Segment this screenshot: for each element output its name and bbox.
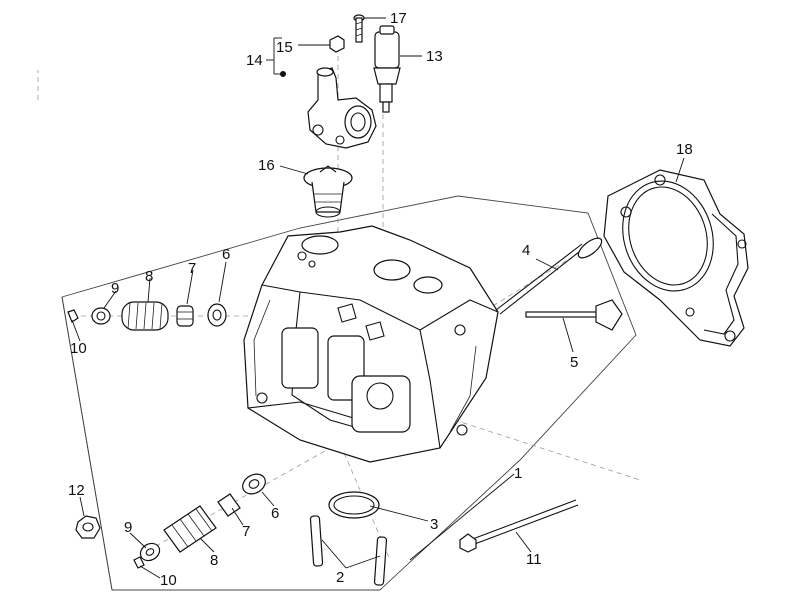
- exhaust-valve: [495, 237, 603, 315]
- callout-6-lower: 6: [271, 505, 279, 522]
- intake-valve: [525, 299, 623, 331]
- callout-15: 15: [276, 39, 293, 56]
- callout-8-upper: 8: [145, 268, 153, 285]
- callout-11: 11: [526, 551, 542, 568]
- leader-lines: [71, 17, 685, 579]
- spring-retainer-upper: [91, 307, 111, 325]
- callout-8-lower: 8: [210, 552, 218, 569]
- callout-16: 16: [258, 157, 275, 174]
- callout-10-lower: 10: [160, 572, 177, 589]
- valve-seal-upper: [176, 305, 194, 327]
- dowel-pin-left: [309, 515, 324, 567]
- thermostat: [303, 165, 353, 218]
- callout-6-upper: 6: [222, 246, 230, 263]
- assembly-frame: [61, 195, 637, 591]
- temperature-sensor: [373, 25, 401, 113]
- head-gasket: [603, 169, 749, 347]
- callout-7-upper: 7: [188, 260, 196, 277]
- bleed-screw: [329, 35, 345, 53]
- callout-10-upper: 10: [70, 340, 87, 357]
- stud-bolt: [459, 499, 579, 553]
- valve-seal-lower: [217, 493, 241, 517]
- callout-labels: 1 2 3 4 5 6 6 7 7 8 8 9 9 10 10 11 12 13…: [68, 10, 693, 589]
- callout-5: 5: [570, 354, 578, 371]
- callout-7-lower: 7: [242, 523, 250, 540]
- dowel-pin-right: [373, 536, 388, 586]
- valve-spring-upper: [121, 301, 169, 331]
- callout-9-upper: 9: [111, 280, 119, 297]
- callout-1: 1: [514, 465, 522, 482]
- callout-9-lower: 9: [124, 519, 132, 536]
- callout-12: 12: [68, 482, 85, 499]
- nut-12: [75, 515, 101, 539]
- cylinder-head: [243, 225, 499, 463]
- screw-17: [353, 14, 365, 43]
- o-ring: [328, 491, 380, 519]
- callout-4: 4: [522, 242, 530, 259]
- callout-13: 13: [426, 48, 443, 65]
- callout-2: 2: [336, 569, 344, 586]
- valve-spring-lower: [163, 505, 217, 553]
- valve-cotter-lower: [133, 556, 145, 569]
- valve-cotter-upper: [67, 309, 79, 323]
- thermostat-housing: [307, 67, 377, 149]
- callout-18: 18: [676, 141, 693, 158]
- spring-seat-lower: [242, 473, 266, 495]
- callout-17: 17: [390, 10, 407, 27]
- spring-seat-upper: [207, 303, 227, 327]
- callout-3: 3: [430, 516, 438, 533]
- bullet-dot: [280, 71, 286, 77]
- callout-14: 14: [246, 52, 263, 69]
